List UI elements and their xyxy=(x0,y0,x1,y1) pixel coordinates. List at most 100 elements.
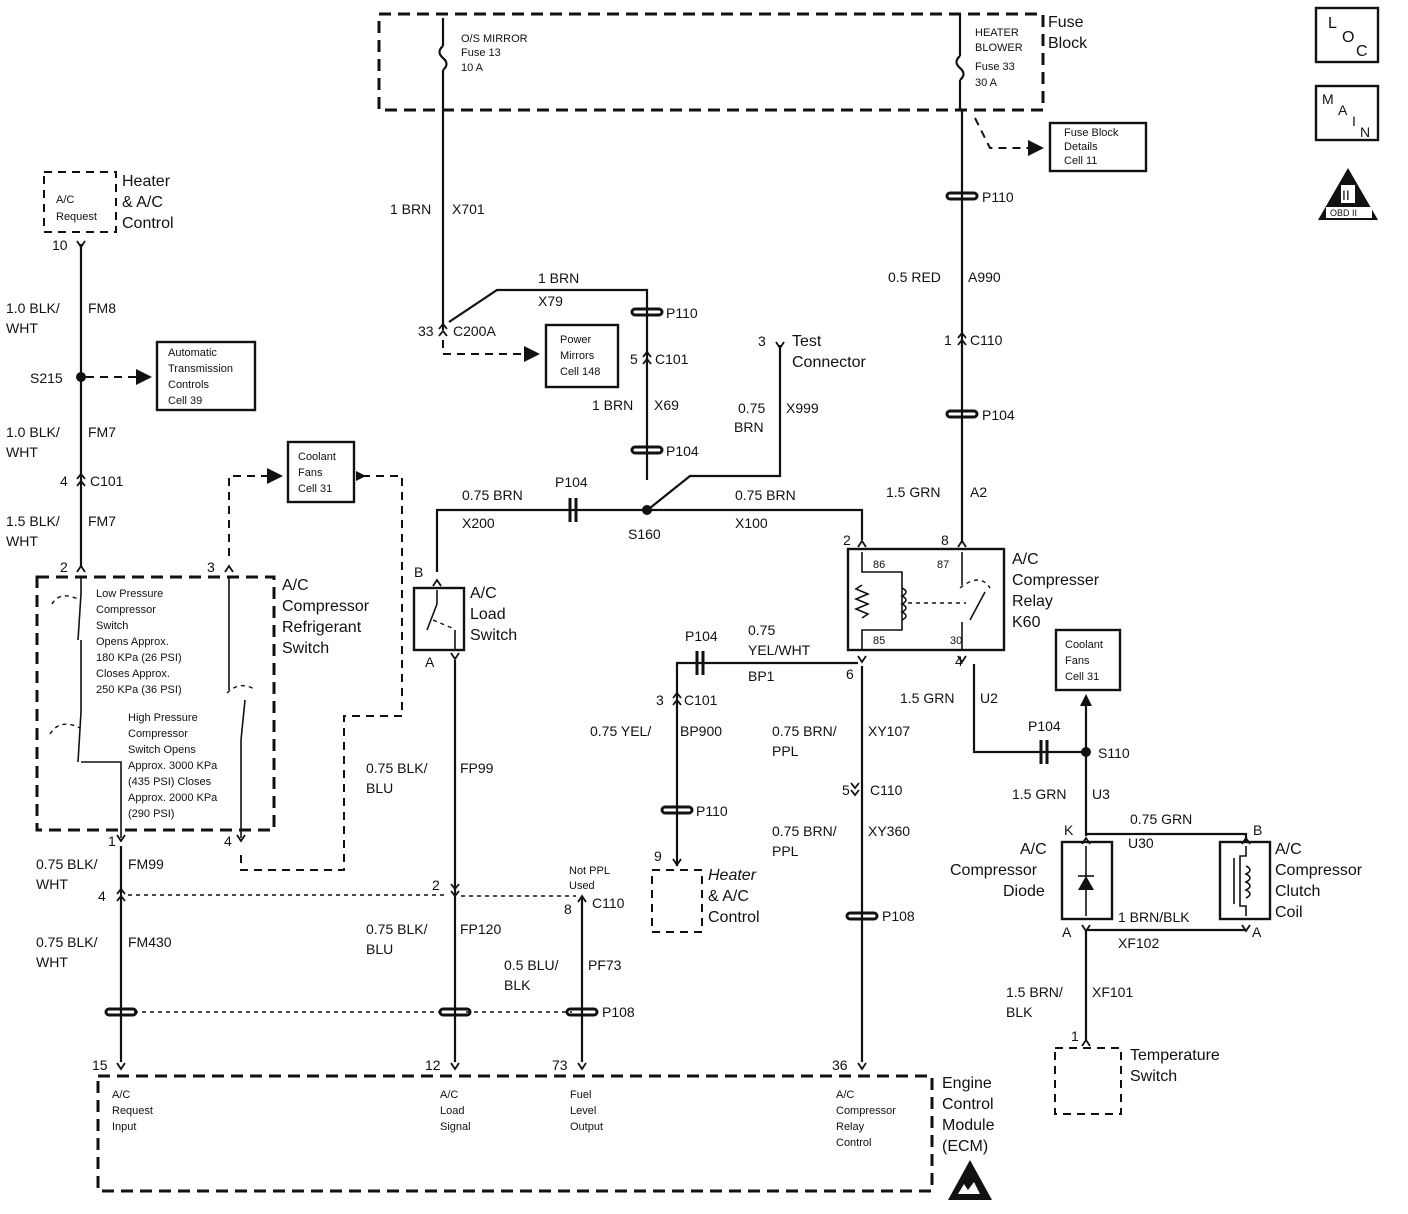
svg-text:1.5 GRN: 1.5 GRN xyxy=(900,690,954,706)
svg-text:36: 36 xyxy=(832,1057,848,1073)
wire-fp120: 0.75 BLK/ FP120 BLU xyxy=(366,921,501,957)
svg-text:WHT: WHT xyxy=(36,876,68,892)
svg-text:87: 87 xyxy=(937,559,949,571)
wire-pf73: 0.5 BLU/ PF73 BLK xyxy=(504,957,622,993)
wire-fm7-lower: 1.5 BLK/ FM7 WHT xyxy=(6,513,116,549)
svg-text:Used: Used xyxy=(569,880,595,892)
trans-controls-ref[interactable]: Automatic Transmission Controls Cell 39 xyxy=(155,340,257,412)
power-mirrors-ref[interactable]: Power Mirrors Cell 148 xyxy=(544,323,620,389)
svg-text:85: 85 xyxy=(873,635,885,647)
svg-text:Not PPL: Not PPL xyxy=(569,865,610,877)
loc-icon[interactable]: L O C xyxy=(1314,6,1380,64)
svg-text:1.5 BLK/: 1.5 BLK/ xyxy=(6,513,60,529)
svg-text:A: A xyxy=(1252,924,1262,940)
svg-text:P104: P104 xyxy=(685,628,718,644)
svg-text:BP900: BP900 xyxy=(680,723,722,739)
svg-text:P104: P104 xyxy=(666,443,699,459)
connector-c101-left: 4 C101 xyxy=(60,473,124,489)
svg-text:0.75 BLK/: 0.75 BLK/ xyxy=(36,934,98,950)
svg-text:0.75 BRN: 0.75 BRN xyxy=(735,487,796,503)
svg-text:A2: A2 xyxy=(970,484,987,500)
svg-text:0.75: 0.75 xyxy=(748,622,775,638)
svg-text:1.5 GRN: 1.5 GRN xyxy=(886,484,940,500)
svg-text:Low Pressure: Low Pressure xyxy=(96,588,163,600)
svg-text:XF102: XF102 xyxy=(1118,935,1159,951)
wire-xf102: 1 BRN/BLK XF102 xyxy=(1118,909,1190,951)
svg-text:1: 1 xyxy=(1071,1028,1079,1044)
svg-text:Coil: Coil xyxy=(1275,904,1303,921)
svg-text:10: 10 xyxy=(52,237,68,253)
main-icon[interactable]: M A I N xyxy=(1314,84,1380,142)
svg-text:Relay: Relay xyxy=(836,1121,865,1133)
svg-text:I: I xyxy=(1352,113,1356,129)
svg-text:6: 6 xyxy=(846,666,854,682)
splice-s160: S160 xyxy=(628,505,661,542)
svg-text:P110: P110 xyxy=(666,305,698,321)
svg-text:II: II xyxy=(1342,187,1350,203)
svg-text:Power: Power xyxy=(560,334,592,346)
svg-text:0.75 BLK/: 0.75 BLK/ xyxy=(366,921,428,937)
svg-text:XF101: XF101 xyxy=(1092,984,1133,1000)
svg-text:Temperature: Temperature xyxy=(1130,1047,1220,1064)
svg-text:Compressor: Compressor xyxy=(950,862,1038,879)
svg-text:FM99: FM99 xyxy=(128,856,164,872)
svg-text:U30: U30 xyxy=(1128,835,1154,851)
svg-text:Compressor: Compressor xyxy=(128,728,188,740)
wire-bp900: 0.75 YEL/ BP900 xyxy=(590,723,722,739)
connector-c200a: 33 C200A xyxy=(418,323,496,339)
svg-text:Cell 31: Cell 31 xyxy=(1065,671,1099,683)
svg-text:K: K xyxy=(1064,822,1074,838)
svg-text:250 KPa (36 PSI): 250 KPa (36 PSI) xyxy=(96,684,182,696)
svg-text:1: 1 xyxy=(108,833,116,849)
svg-text:2: 2 xyxy=(843,532,851,548)
svg-text:Input: Input xyxy=(112,1121,136,1133)
svg-text:Compressor: Compressor xyxy=(836,1105,896,1117)
svg-text:WHT: WHT xyxy=(6,320,38,336)
wire-fm430: 0.75 BLK/ FM430 WHT xyxy=(36,934,172,970)
svg-text:BLU: BLU xyxy=(366,780,393,796)
svg-text:Fuse Block: Fuse Block xyxy=(1064,127,1119,139)
splice-s110: S110 xyxy=(1081,745,1130,761)
svg-text:0.5 BLU/: 0.5 BLU/ xyxy=(504,957,559,973)
heater-ac-control-top: A/C Request Heater & A/C Control 10 xyxy=(43,171,174,253)
svg-text:& A/C: & A/C xyxy=(708,888,749,905)
svg-text:0.75 GRN: 0.75 GRN xyxy=(1130,811,1192,827)
svg-text:10 A: 10 A xyxy=(461,62,484,74)
svg-text:Approx. 2000 KPa: Approx. 2000 KPa xyxy=(128,792,218,804)
wire-x999: 0.75 X999 BRN xyxy=(734,400,819,435)
svg-text:0.75 BRN/: 0.75 BRN/ xyxy=(772,723,837,739)
svg-text:1.0 BLK/: 1.0 BLK/ xyxy=(6,300,60,316)
wire-x69: 1 BRN X69 xyxy=(592,397,679,413)
coolant-fans-ref-1[interactable]: Coolant Fans Cell 31 xyxy=(286,440,356,504)
svg-text:Fans: Fans xyxy=(1065,655,1090,667)
svg-text:B: B xyxy=(414,564,423,580)
wire-u3: 1.5 GRN U3 xyxy=(1012,786,1110,802)
wire-xy107: 0.75 BRN/ XY107 PPL xyxy=(772,723,910,759)
svg-text:Coolant: Coolant xyxy=(1065,639,1103,651)
svg-text:Opens Approx.: Opens Approx. xyxy=(96,636,169,648)
svg-text:S110: S110 xyxy=(1098,745,1130,761)
svg-text:A/C: A/C xyxy=(470,585,497,602)
svg-text:4: 4 xyxy=(60,473,68,489)
svg-text:HEATER: HEATER xyxy=(975,27,1019,39)
svg-text:5: 5 xyxy=(842,782,850,798)
svg-text:A/C: A/C xyxy=(1275,841,1302,858)
fuse-block: Fuse Block O/S MIRROR Fuse 13 10 A HEATE… xyxy=(377,12,1088,112)
svg-text:Switch Opens: Switch Opens xyxy=(128,744,196,756)
wire-u30: 0.75 GRN U30 xyxy=(1128,811,1192,851)
wire-xy360: 0.75 BRN/ XY360 PPL xyxy=(772,823,910,859)
svg-text:1: 1 xyxy=(944,332,952,348)
svg-text:C101: C101 xyxy=(90,473,124,489)
fuse-block-details-ref[interactable]: Fuse Block Details Cell 11 xyxy=(1048,121,1148,173)
svg-text:4: 4 xyxy=(98,888,106,904)
temperature-switch: 1 Temperature Switch xyxy=(1054,1028,1220,1115)
svg-text:Signal: Signal xyxy=(440,1121,471,1133)
svg-text:Output: Output xyxy=(570,1121,603,1133)
coolant-fans-ref-2[interactable]: Coolant Fans Cell 31 xyxy=(1054,628,1122,692)
svg-text:WHT: WHT xyxy=(6,444,38,460)
svg-text:73: 73 xyxy=(552,1057,568,1073)
svg-text:A/C: A/C xyxy=(440,1089,458,1101)
svg-text:X79: X79 xyxy=(538,293,563,309)
svg-text:Control: Control xyxy=(836,1137,871,1149)
svg-text:S160: S160 xyxy=(628,526,661,542)
